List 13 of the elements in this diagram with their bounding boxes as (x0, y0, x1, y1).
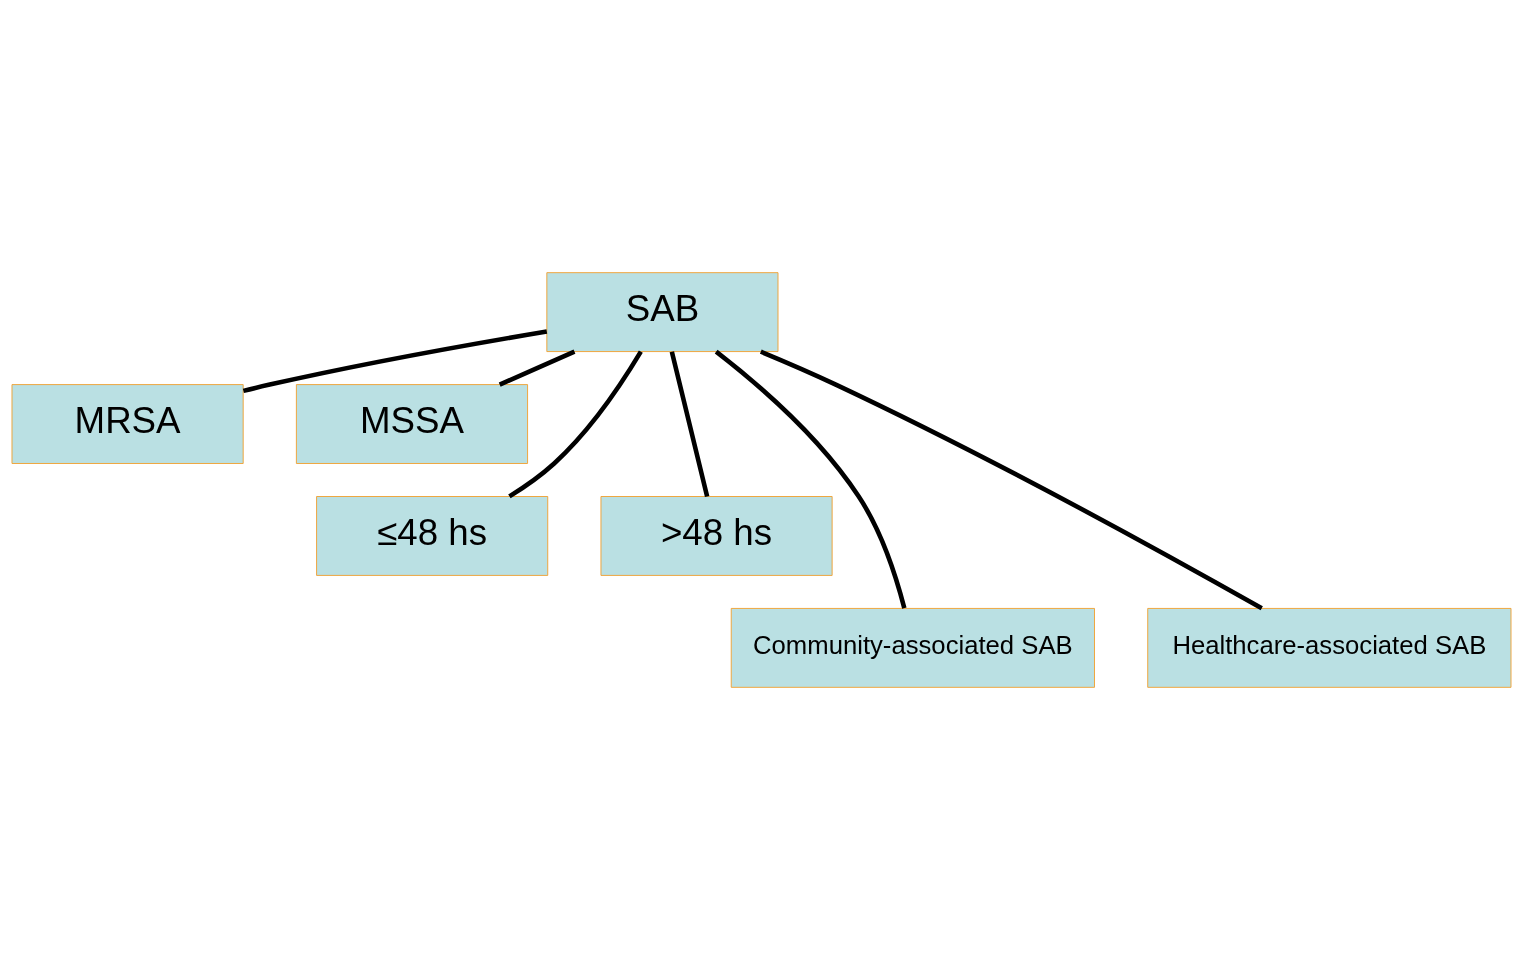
node-box: MSSA (295, 384, 529, 464)
node-box: ≤48 hs (316, 496, 549, 576)
node-box: Healthcare-associated SAB (1147, 607, 1512, 688)
node-box: MRSA (11, 384, 244, 464)
node-box: SAB (546, 272, 779, 353)
connector (498, 349, 576, 387)
connector (669, 351, 710, 497)
node-box: Community-associated SAB (730, 607, 1095, 688)
connector (242, 329, 548, 394)
connector (714, 349, 907, 609)
connector (508, 350, 643, 499)
connector (759, 349, 1263, 611)
node-box: >48 hs (600, 496, 833, 576)
